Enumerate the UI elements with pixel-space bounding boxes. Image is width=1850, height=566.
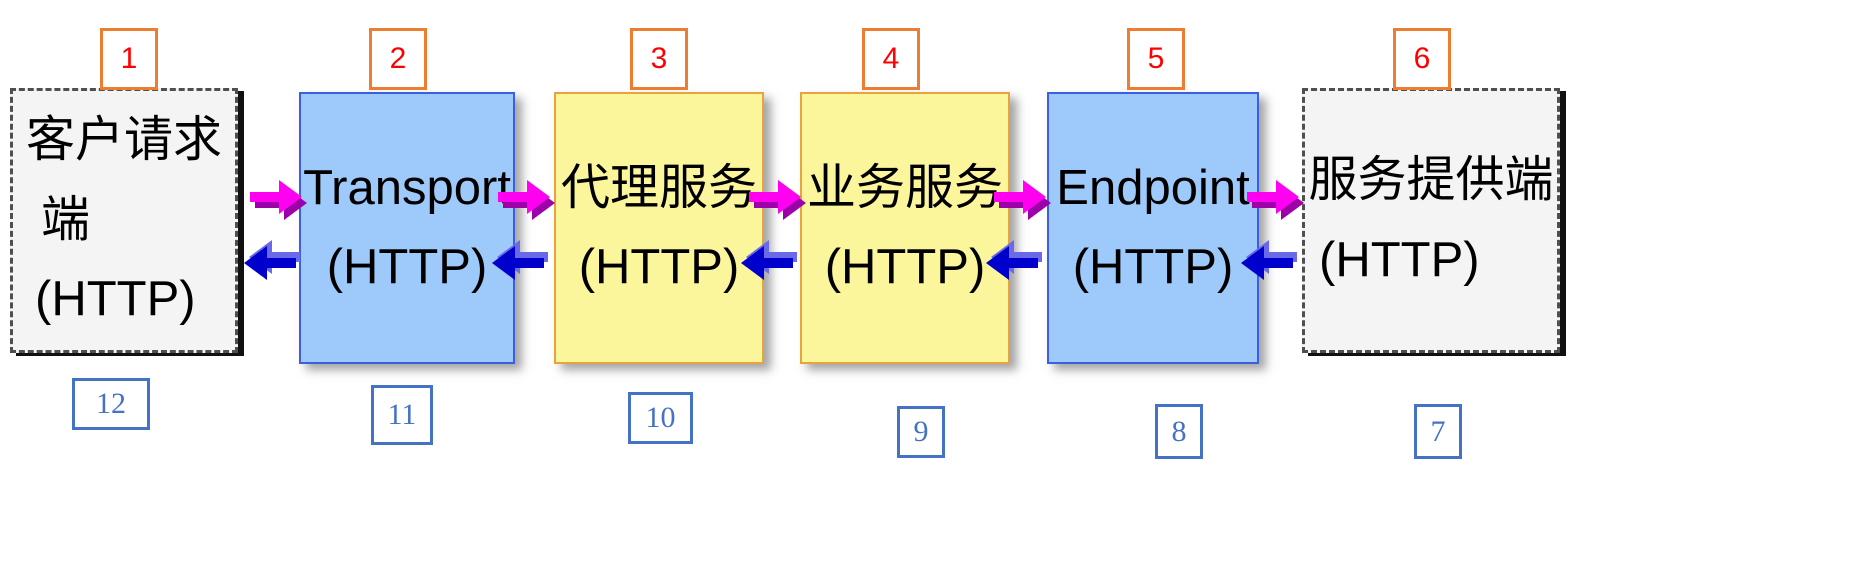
- arrow-backward-proxy-transport: [486, 238, 549, 288]
- callout-top-4-label: 4: [882, 42, 900, 75]
- callout-bottom-9-label: 9: [913, 415, 929, 448]
- arrow-backward-endpoint-business: [980, 238, 1043, 288]
- node-transport-line1: Transport: [303, 160, 511, 215]
- callout-bottom-10-label: 10: [645, 401, 676, 434]
- callout-top-5[interactable]: 5: [1127, 28, 1185, 90]
- callout-top-3-label: 3: [650, 42, 668, 75]
- arrow-forward-proxy-business: [745, 172, 807, 222]
- node-business[interactable]: 业务服务 (HTTP): [800, 92, 1010, 364]
- callout-top-1[interactable]: 1: [100, 28, 158, 90]
- node-proxy-line2: (HTTP): [578, 240, 740, 294]
- arrow-backward-business-proxy: [735, 238, 798, 288]
- callout-top-6[interactable]: 6: [1393, 28, 1451, 90]
- callout-bottom-8[interactable]: 8: [1155, 404, 1203, 459]
- arrow-backward-provider-endpoint: [1235, 238, 1298, 288]
- arrow-forward-client-transport: [246, 172, 308, 222]
- callout-top-6-label: 6: [1413, 42, 1431, 75]
- node-endpoint[interactable]: Endpoint (HTTP): [1047, 92, 1259, 364]
- callout-bottom-8-label: 8: [1171, 414, 1187, 448]
- arrow-forward-endpoint-provider: [1243, 172, 1305, 222]
- callout-top-2[interactable]: 2: [369, 28, 427, 90]
- node-client-line2: 端: [41, 192, 91, 247]
- node-client-line1: 客户请求: [25, 113, 222, 168]
- node-client[interactable]: 客户请求 端 (HTTP): [10, 88, 238, 353]
- callout-top-2-label: 2: [389, 42, 407, 75]
- node-business-line2: (HTTP): [824, 240, 986, 294]
- node-proxy[interactable]: 代理服务 (HTTP): [554, 92, 764, 364]
- node-endpoint-line1: Endpoint: [1056, 160, 1250, 215]
- callout-bottom-11[interactable]: 11: [371, 385, 433, 445]
- callout-top-4[interactable]: 4: [862, 28, 920, 90]
- node-provider[interactable]: 服务提供端 (HTTP): [1302, 88, 1560, 353]
- node-provider-line2: (HTTP): [1319, 232, 1480, 287]
- callout-bottom-11-label: 11: [387, 398, 417, 431]
- callout-bottom-10[interactable]: 10: [628, 392, 693, 444]
- node-provider-line1: 服务提供端: [1308, 153, 1554, 208]
- callout-top-3[interactable]: 3: [630, 28, 688, 90]
- callout-bottom-12-label: 12: [96, 387, 126, 420]
- callout-bottom-12[interactable]: 12: [72, 378, 150, 430]
- arrow-forward-business-endpoint: [990, 172, 1052, 222]
- callout-top-1-label: 1: [120, 42, 138, 75]
- node-transport[interactable]: Transport (HTTP): [299, 92, 515, 364]
- callout-bottom-7-label: 7: [1430, 414, 1446, 448]
- callout-top-5-label: 5: [1147, 42, 1165, 75]
- node-client-line3: (HTTP): [35, 272, 196, 327]
- arrow-forward-transport-proxy: [494, 172, 556, 222]
- node-proxy-line1: 代理服务: [560, 160, 757, 215]
- callout-bottom-7[interactable]: 7: [1414, 404, 1462, 459]
- node-endpoint-line2: (HTTP): [1072, 240, 1234, 294]
- arrow-backward-transport-client: [238, 238, 301, 288]
- callout-bottom-9[interactable]: 9: [897, 406, 945, 458]
- node-transport-line2: (HTTP): [326, 240, 488, 294]
- node-business-line1: 业务服务: [806, 160, 1003, 215]
